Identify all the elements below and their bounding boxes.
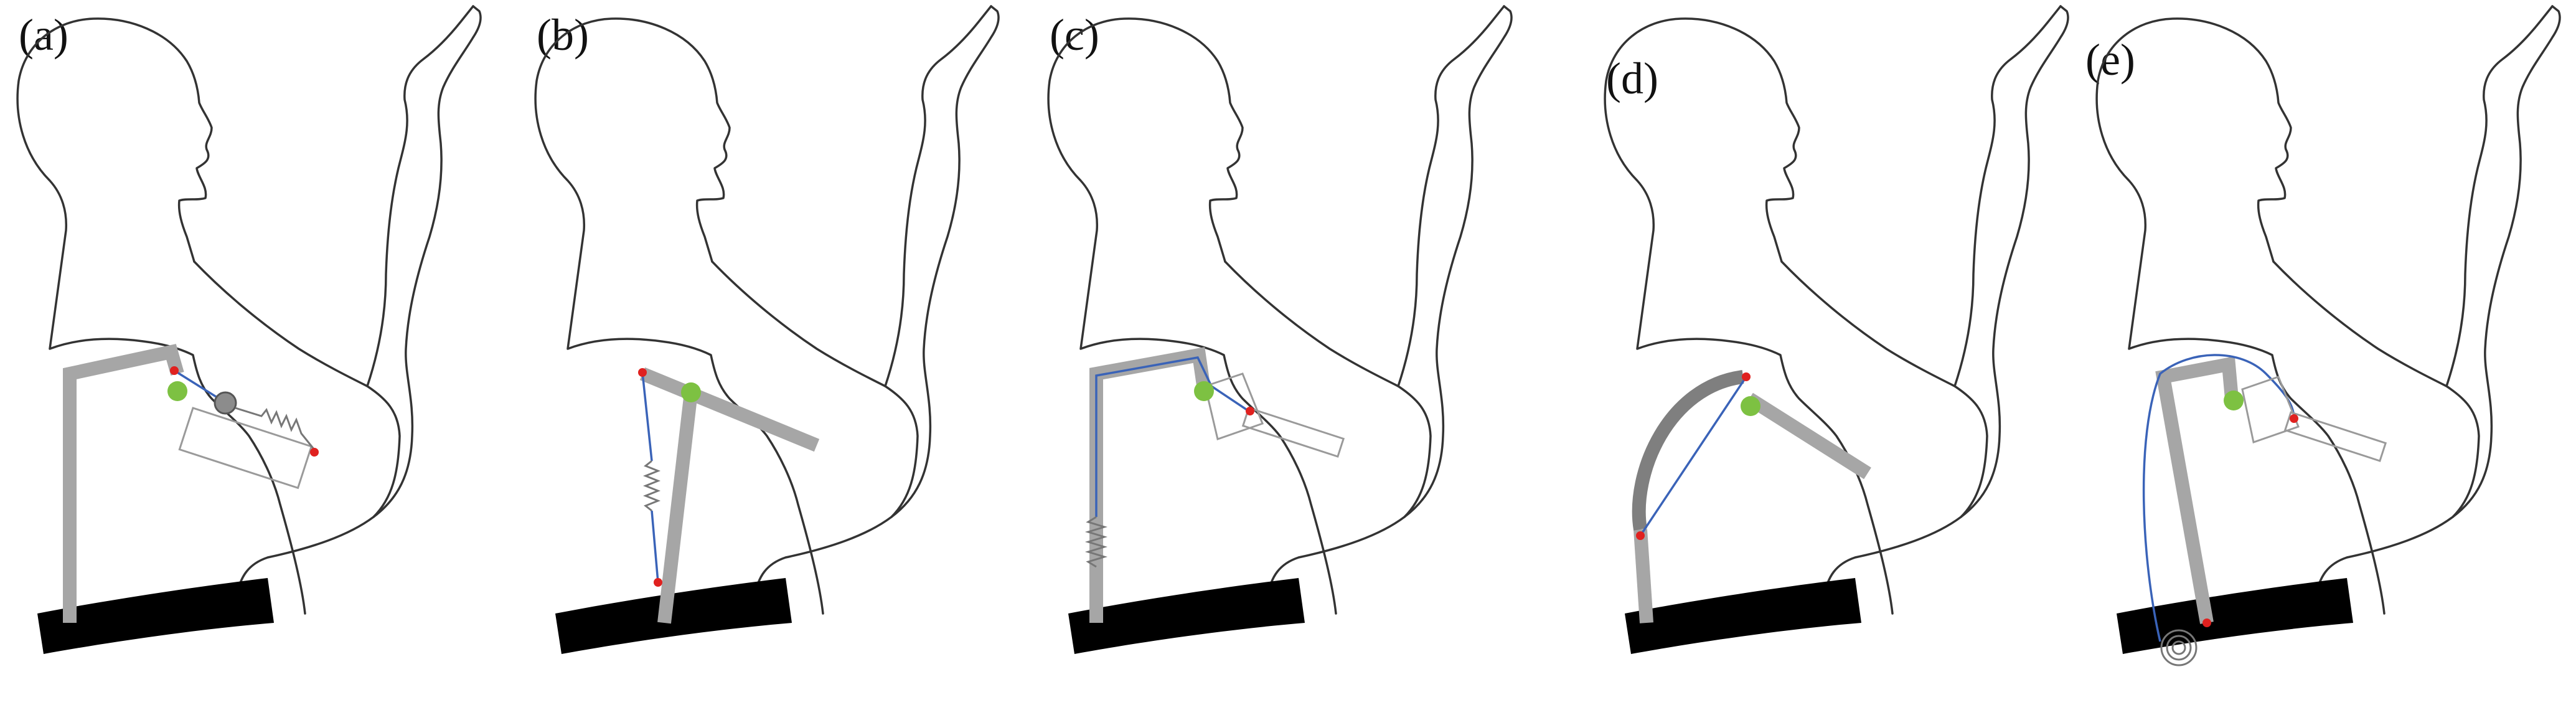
human-silhouette-icon: [1604, 5, 2069, 655]
arm-cuff-c: [1204, 372, 1264, 440]
panel-label-d: (d): [1606, 54, 1658, 103]
spring-icon: [1084, 516, 1108, 568]
panel-c: (c): [1047, 5, 1513, 655]
frame-rigid-c: [1089, 347, 1211, 623]
spring-icon: [642, 460, 661, 512]
panel-e: (e): [2085, 5, 2561, 666]
frame-arm-d: [1746, 392, 1871, 480]
cable-b: [641, 372, 653, 462]
frame-arm-b: [639, 367, 820, 452]
arm-cuff-e: [2241, 376, 2300, 443]
human-silhouette-icon: [534, 5, 1000, 655]
arm-sleeve-c: [1241, 407, 1345, 458]
anchor-point-a-top: [170, 366, 179, 375]
human-silhouette-icon: [2095, 5, 2561, 655]
pulley-icon: [214, 391, 237, 415]
cable-c: [1095, 356, 1249, 517]
shoulder-joint-d: [1741, 396, 1760, 416]
human-silhouette-icon: [1047, 5, 1513, 655]
shoulder-joint-a: [167, 381, 187, 401]
anchor-point-b-bottom: [654, 578, 662, 587]
anchor-point-e-belt: [2202, 618, 2211, 627]
panel-b: (b): [534, 5, 1000, 655]
panel-d: (d): [1604, 5, 2069, 655]
spring-icon: [235, 407, 316, 450]
frame-rigid-a: [63, 344, 184, 623]
shoulder-joint-e: [2224, 391, 2244, 410]
panel-label-e: (e): [2085, 35, 2135, 85]
anchor-point-b-top: [638, 368, 647, 377]
frame-rigid-e: [2155, 356, 2239, 624]
anchor-point-a-box: [310, 448, 319, 457]
anchor-point-d-bottom: [1636, 531, 1645, 540]
arm-sleeve-e: [2283, 411, 2387, 462]
anchor-point-e-arm: [2290, 414, 2298, 423]
anchor-point-d-top: [1742, 372, 1751, 381]
panel-a: (a): [16, 5, 482, 655]
human-silhouette-icon: [16, 5, 482, 655]
shoulder-joint-c: [1194, 381, 1214, 401]
cable-d: [1639, 376, 1747, 536]
cable-e: [2142, 354, 2295, 642]
frame-arc-d: [1632, 370, 1744, 531]
panel-label-a: (a): [19, 10, 68, 60]
shoulder-joint-b: [681, 382, 701, 402]
spiral-spring-icon: [2160, 629, 2198, 666]
cable-b-lower: [651, 510, 659, 583]
anchor-point-c: [1246, 407, 1254, 415]
panel-label-c: (c): [1050, 10, 1099, 60]
frame-spine-b: [657, 391, 698, 624]
frame-spine-d: [1634, 529, 1653, 623]
spring-housing-a: [178, 407, 313, 490]
